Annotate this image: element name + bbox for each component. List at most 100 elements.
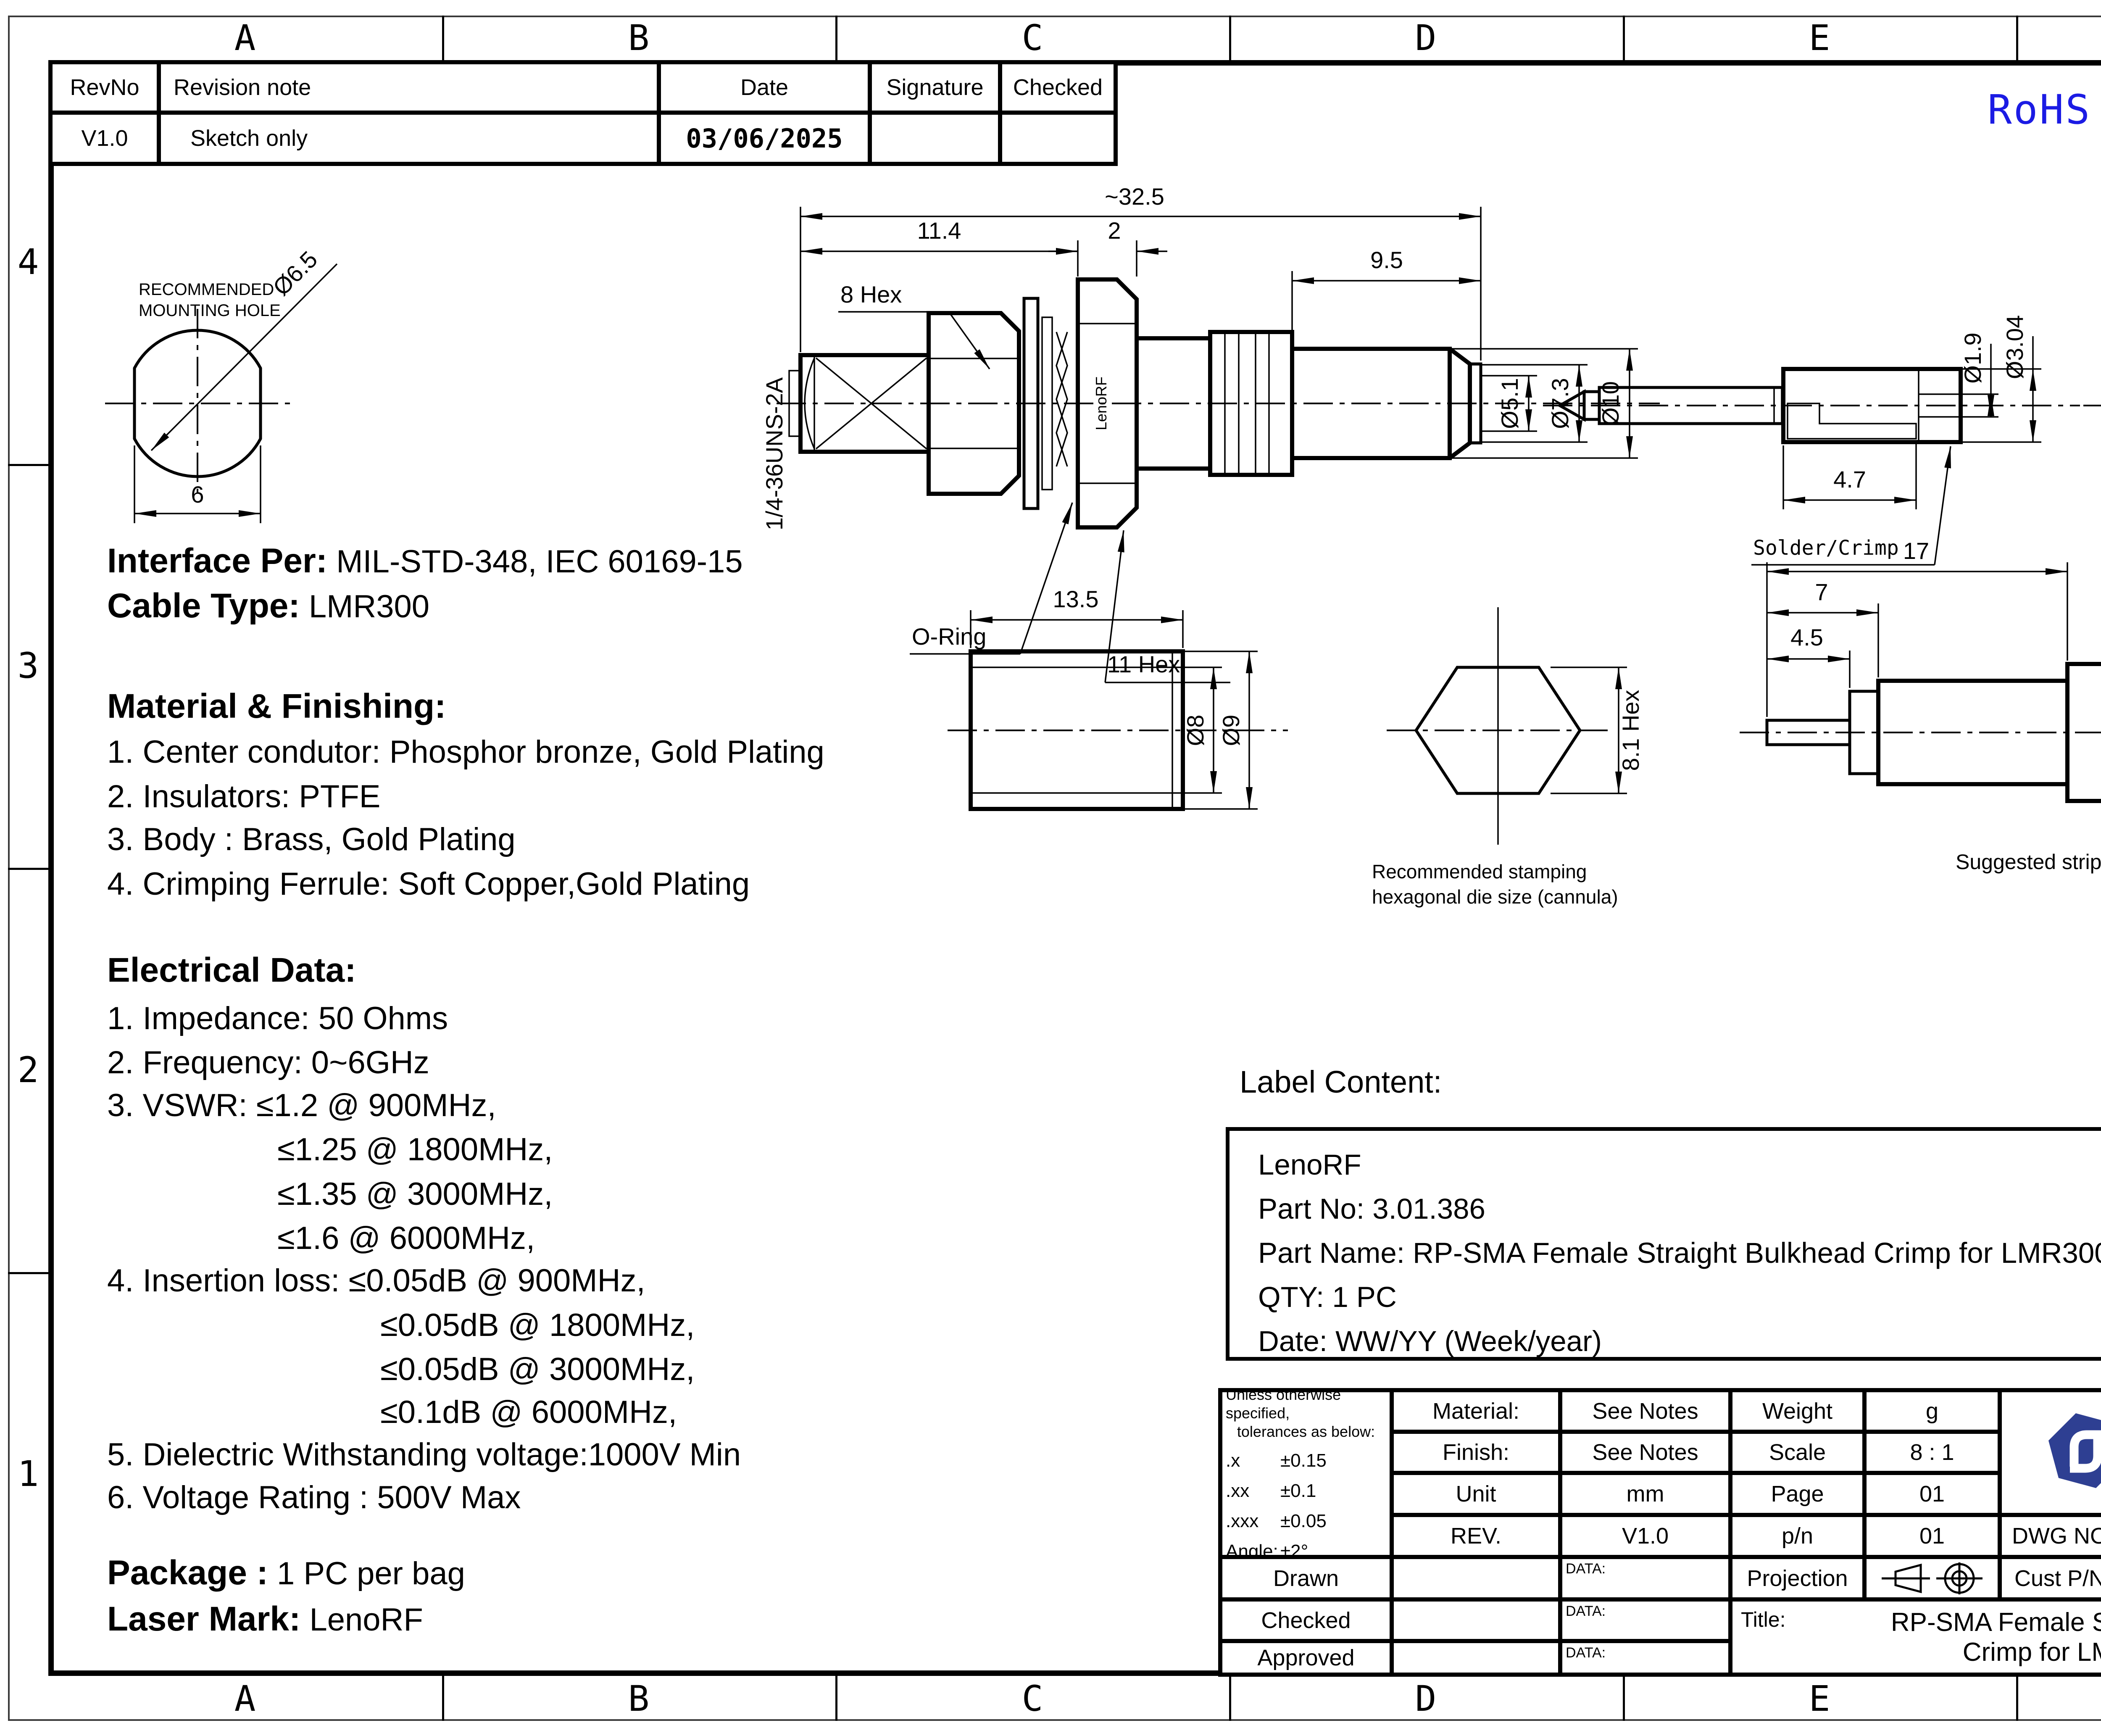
package-value: 1 PC per bag [277, 1556, 465, 1591]
tol-val: ±2° [1280, 1541, 1309, 1555]
electrical-item: 5. Dielectric Withstanding voltage:1000V… [107, 1437, 741, 1473]
electrical-heading: Electrical Data: [107, 951, 356, 989]
drawn-label: Drawn [1222, 1559, 1390, 1597]
rev-row-date: 03/06/2025 [661, 115, 868, 162]
contact-pin-view: 4.7 Ø1.9 Ø3.04 Solder/Crimp [1543, 315, 2080, 566]
finish-value: See Notes [1562, 1434, 1728, 1471]
grid-col-top-c: C [1022, 17, 1043, 58]
pn-value: 01 [1867, 1517, 1998, 1555]
electrical-item: ≤0.05dB @ 1800MHz, [380, 1307, 695, 1343]
data-label: DATA: [1566, 1645, 1606, 1661]
cable-label: Cable Type: [107, 587, 300, 625]
label-hex11: 11 Hex [1107, 651, 1180, 677]
approved-date-cell: DATA: [1562, 1643, 1728, 1673]
dim-cup-id: Ø1.9 [1959, 332, 1986, 383]
scale-label: Scale [1732, 1434, 1862, 1471]
revision-table: RevNo Revision note Date Signature Check… [48, 60, 1118, 166]
pn-label: p/n [1732, 1517, 1862, 1555]
electrical-item: 2. Frequency: 0~6GHz [107, 1045, 429, 1080]
electrical-item: ≤1.6 @ 6000MHz, [277, 1220, 535, 1256]
mounting-hole-view: RECOMMENDED MOUNTING HOLE Ø6.5 6 [105, 246, 338, 523]
divider [8, 1272, 48, 1274]
stripping-view: 4.5 7 17 Suggested stripping [1740, 537, 2101, 874]
dim-hex-die-cannula: 8.1 Hex [1617, 690, 1644, 771]
dim-strip-7: 7 [1815, 579, 1828, 605]
dim-thread-length: 11.4 [917, 217, 961, 244]
laser-mark-line: Laser Mark: LenoRF [107, 1599, 423, 1639]
label-oring: O-Ring [912, 623, 986, 650]
laser-mark-value: LenoRF [309, 1602, 423, 1638]
divider [2016, 16, 2018, 60]
grid-col-top-e: E [1809, 17, 1830, 58]
dim-hole-diameter: Ø6.5 [268, 246, 322, 300]
tol-key: Angle: [1226, 1541, 1278, 1555]
dwg-no-label: DWG NO. [2002, 1517, 2101, 1555]
label-content-line: Part No: 3.01.386 [1258, 1193, 1485, 1225]
divider [1623, 16, 1625, 60]
connector-main-view: LenoRF ~32.5 11.4 2 9.5 8 Hex [761, 183, 1660, 683]
divider [835, 1676, 837, 1721]
page-label: Page [1732, 1475, 1862, 1513]
grid-row-left-2: 2 [17, 1049, 39, 1091]
title-line-2: Crimp for LMR300 [1962, 1637, 2101, 1667]
rohs-compliant-note: RoHS Compliant. [1988, 86, 2101, 133]
dim-strip-45: 4.5 [1790, 624, 1823, 651]
rev-value: V1.0 [1562, 1517, 1728, 1555]
dim-overall-length: ~32.5 [1105, 183, 1164, 210]
tolerance-note: tolerances as below: [1237, 1423, 1375, 1440]
drawn-signature-cell [1394, 1559, 1558, 1597]
weight-label: Weight [1732, 1392, 1862, 1430]
cable-value: LMR300 [308, 589, 430, 624]
package-line: Package : 1 PC per bag [107, 1553, 465, 1593]
mounting-hole-label: MOUNTING HOLE [139, 301, 281, 320]
checked-label: Checked [1222, 1602, 1390, 1639]
grid-col-bot-e: E [1809, 1678, 1830, 1719]
electrical-item: 4. Insertion loss: ≤0.05dB @ 900MHz, [107, 1263, 645, 1299]
electrical-item: 1. Impedance: 50 Ohms [107, 1001, 448, 1036]
label-thread-spec: 1/4-36UNS-2A [761, 377, 787, 530]
interface-line: Interface Per: MIL-STD-348, IEC 60169-15 [107, 541, 743, 581]
tol-val: ±0.1 [1280, 1480, 1316, 1501]
title-line-1: RP-SMA Female Straight Bulkhead [1890, 1607, 2101, 1637]
grid-col-bot-d: D [1415, 1678, 1437, 1719]
grid-col-bot-c: C [1022, 1678, 1043, 1719]
title-cell: Title: RP-SMA Female Straight Bulkhead C… [1732, 1602, 2101, 1673]
projection-label: Projection [1732, 1559, 1862, 1597]
grid-col-bot-a: A [234, 1678, 256, 1719]
rev-header-signature: Signature [872, 64, 998, 111]
grid-col-top-d: D [1415, 17, 1437, 58]
gasket-view: Ø1.8 [2083, 405, 2101, 406]
rev-header-note: Revision note [161, 64, 657, 111]
divider [1229, 16, 1231, 60]
scale-value: 8 : 1 [1867, 1434, 1998, 1471]
label-content-heading: Label Content: [1240, 1064, 1442, 1099]
rev-header-date: Date [661, 64, 868, 111]
drawn-date-cell: DATA: [1562, 1559, 1728, 1597]
weight-value: g [1867, 1392, 1998, 1430]
dim-ferrule-length: 13.5 [1053, 586, 1099, 612]
electrical-item: ≤1.35 @ 3000MHz, [277, 1176, 553, 1212]
material-value: See Notes [1562, 1392, 1728, 1430]
unit-value: mm [1562, 1475, 1728, 1513]
rev-header-checked: Checked [1002, 64, 1114, 111]
finish-label: Finish: [1394, 1434, 1558, 1471]
mounting-hole-label: RECOMMENDED [139, 280, 274, 299]
interface-value: MIL-STD-348, IEC 60169-15 [336, 544, 743, 580]
tol-key: .x [1226, 1450, 1240, 1471]
label-content-line: Part Name: RP-SMA Female Straight Bulkhe… [1258, 1237, 2101, 1269]
divider [2016, 1676, 2018, 1721]
approved-signature-cell [1394, 1643, 1558, 1673]
label-content-box: LenoRF Part No: 3.01.386 Part Name: RP-S… [1226, 1127, 2101, 1361]
projection-symbol-cell [1867, 1559, 1998, 1597]
dim-hole-flat: 6 [191, 481, 204, 508]
grid-col-bot-b: B [628, 1678, 650, 1719]
label-solder-crimp: Solder/Crimp [1753, 536, 1899, 560]
material-heading: Material & Finishing: [107, 687, 446, 725]
tol-key: .xx [1226, 1480, 1250, 1501]
approved-label: Approved [1222, 1643, 1390, 1673]
tolerance-note: Unless otherwise specified, [1226, 1392, 1341, 1422]
grid-row-left-4: 4 [17, 241, 39, 282]
title-block: Unless otherwise specified, tolerances a… [1218, 1388, 2101, 1677]
projection-symbol-icon [1882, 1562, 1983, 1594]
electrical-item: ≤0.1dB @ 6000MHz, [380, 1394, 677, 1430]
